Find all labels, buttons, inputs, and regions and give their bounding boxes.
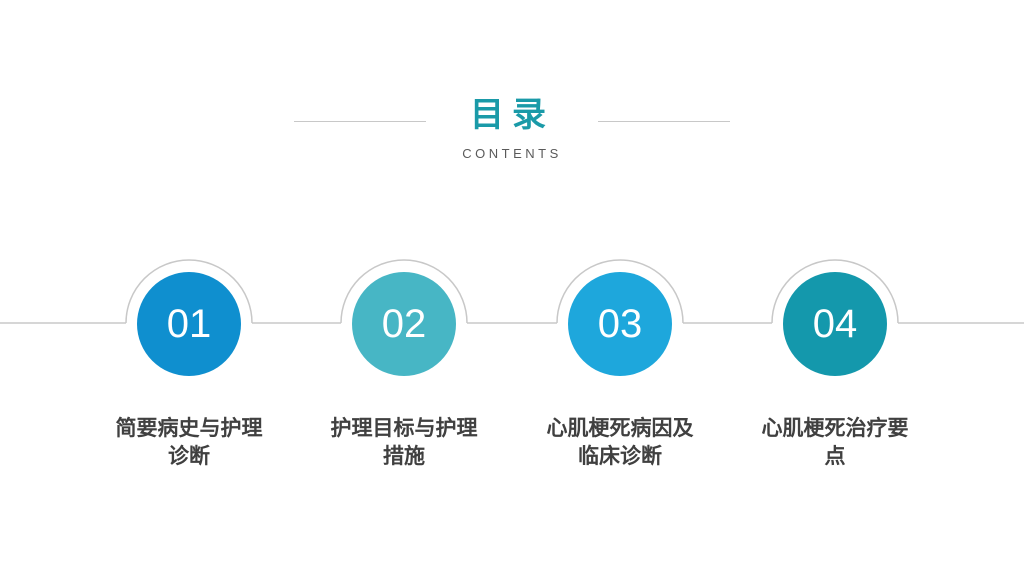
- section-label-line: 心肌梗死病因及: [546, 416, 694, 440]
- section-label-line: 心肌梗死治疗要: [761, 416, 909, 440]
- section-number-circle-1[interactable]: 01: [137, 272, 241, 376]
- page-subtitle: CONTENTS: [462, 146, 562, 161]
- timeline-arc-1: [125, 259, 253, 324]
- timeline-arc-2: [340, 259, 468, 324]
- title-right-divider: [598, 121, 730, 122]
- timeline-arc-3: [556, 259, 684, 324]
- section-label-3[interactable]: 心肌梗死病因及 临床诊断: [525, 414, 715, 470]
- section-number-circle-2[interactable]: 02: [352, 272, 456, 376]
- timeline-arc-4: [771, 259, 899, 324]
- section-label-line: 点: [824, 444, 846, 468]
- page-title: 目录: [470, 95, 554, 135]
- section-label-line: 措施: [383, 444, 425, 468]
- section-label-1[interactable]: 简要病史与护理 诊断: [94, 414, 284, 470]
- section-number-circle-4[interactable]: 04: [783, 272, 887, 376]
- section-label-line: 临床诊断: [578, 444, 662, 468]
- title-left-divider: [294, 121, 426, 122]
- section-number-circle-3[interactable]: 03: [568, 272, 672, 376]
- section-label-line: 简要病史与护理: [115, 416, 263, 440]
- section-label-line: 护理目标与护理: [330, 416, 478, 440]
- section-label-4[interactable]: 心肌梗死治疗要 点: [740, 414, 930, 470]
- section-label-2[interactable]: 护理目标与护理 措施: [309, 414, 499, 470]
- section-label-line: 诊断: [168, 444, 210, 468]
